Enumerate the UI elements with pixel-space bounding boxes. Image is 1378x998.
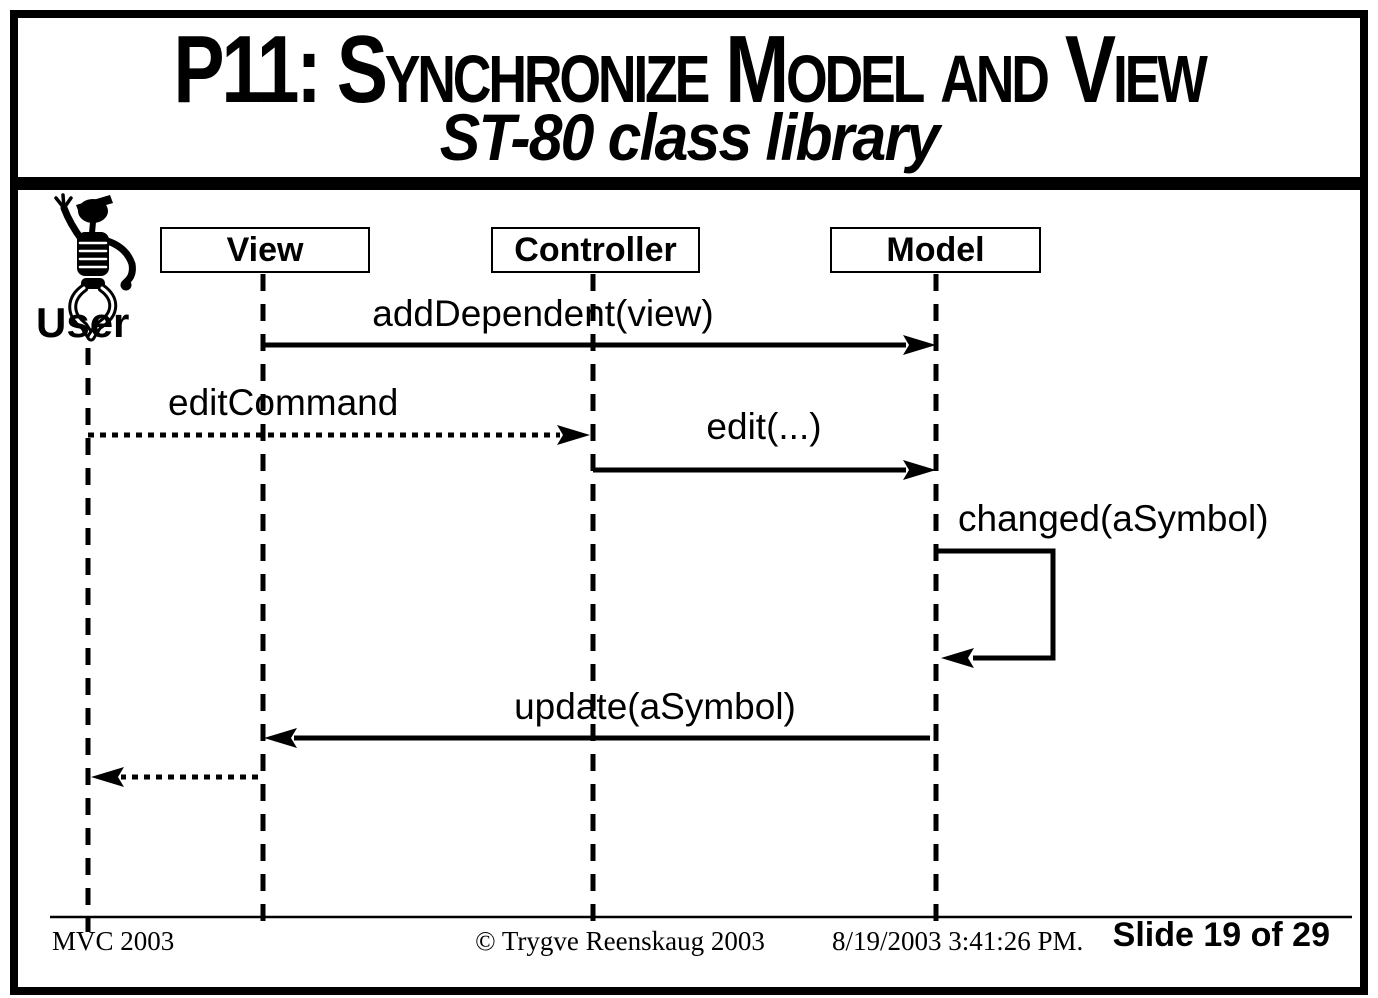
footer-datetime: 8/19/2003 3:41:26 PM. [832,926,1084,956]
footer-copyright: © Trygve Reenskaug 2003 [475,926,765,956]
title-separator-bar [18,177,1360,190]
footer-left-text: MVC 2003 [52,926,175,956]
arrowhead-update [264,728,297,748]
message-label-update: update(aSymbol) [514,686,796,727]
lifeline-head-model-label: Model [886,230,985,269]
lifeline-head-view: View [160,227,370,273]
arrowhead-editcommand [557,425,590,445]
message-label-changed: changed(aSymbol) [958,498,1269,539]
slide-border [10,10,1368,995]
message-selfloop-changed [937,548,1056,661]
lifeline-head-controller-label: Controller [514,230,677,269]
lifeline-head-view-label: View [226,230,304,269]
lifeline-head-controller: Controller [491,227,700,273]
footer-slide-number: Slide 19 of 29 [1112,916,1330,954]
message-label-edit: edit(...) [706,406,822,447]
message-label-editcommand: editCommand [168,382,399,423]
arrowhead-adddependent [903,335,936,355]
actor-label: User [36,299,130,346]
arrowhead-edit [903,460,936,480]
slide-title-line1: P11: Synchronize Model and View [173,16,1207,123]
lifeline-head-model: Model [830,227,1041,273]
dancing-skeleton-icon [30,190,155,345]
arrowhead-return-to-user [91,767,124,787]
message-label-adddependent: addDependent(view) [372,293,714,334]
arrowhead-changed [941,648,974,668]
slide-title-line2: ST-80 class library [439,100,940,174]
